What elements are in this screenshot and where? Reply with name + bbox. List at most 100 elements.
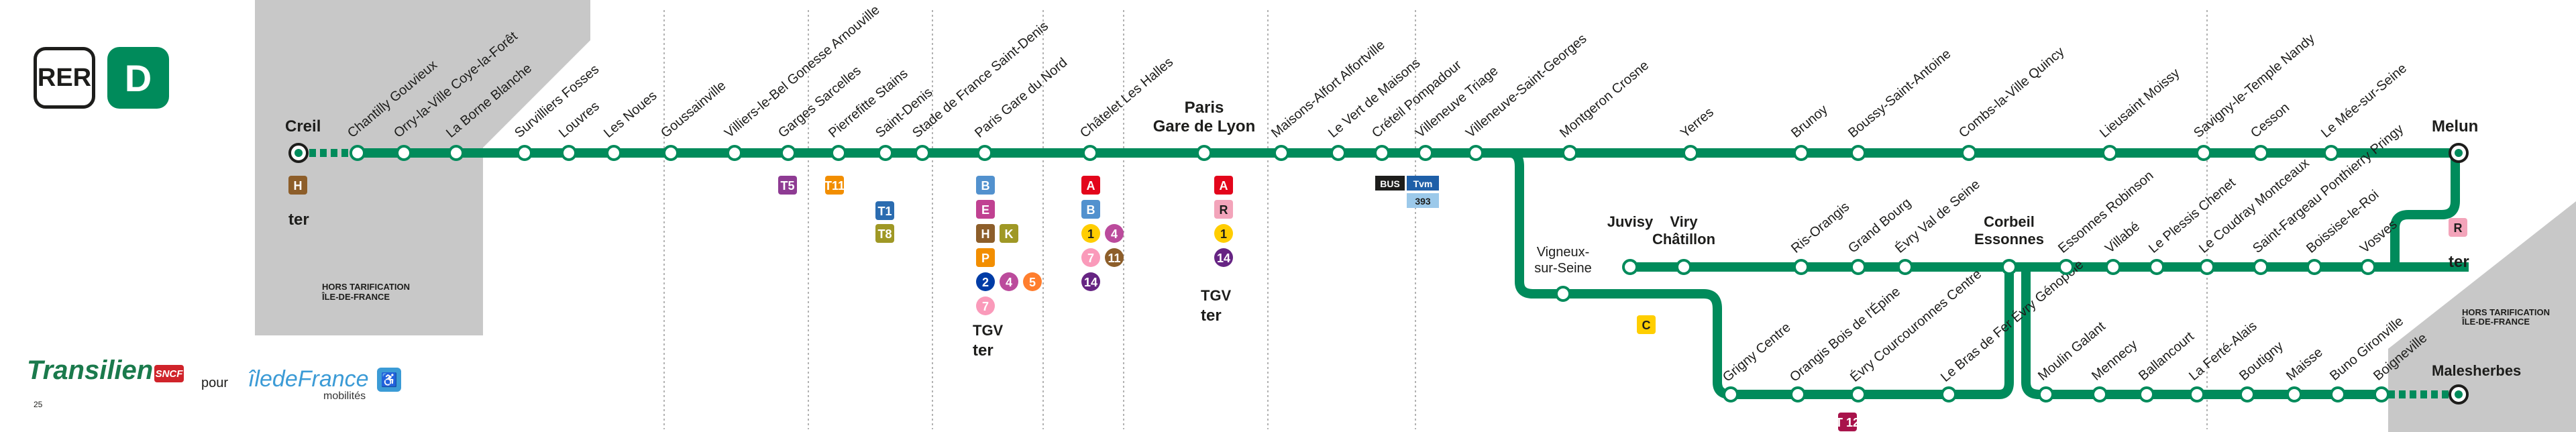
rer-c-badge-label: C xyxy=(1642,319,1651,332)
rer-a-badge-label: A xyxy=(1220,179,1228,193)
rer-r-badge xyxy=(2449,218,2467,237)
metro-14-badge-label: 14 xyxy=(1084,276,1097,289)
station-dot xyxy=(1850,259,1866,275)
page-number: 25 xyxy=(34,400,43,409)
station-dot xyxy=(1374,145,1390,161)
hors-zone-north xyxy=(255,0,590,335)
station-label: Vigneux- xyxy=(1537,245,1590,260)
rer-a-badge xyxy=(1081,176,1100,195)
station-label: Maisse xyxy=(2284,345,2326,384)
station-label: Combs-la-Ville Quincy xyxy=(1956,44,2067,141)
transilien-k-badge-label: K xyxy=(1005,227,1014,241)
station-dot xyxy=(1196,145,1212,161)
transilien-h-badge xyxy=(288,176,307,195)
station-dot xyxy=(2058,259,2074,275)
station-label: Brunoy xyxy=(1788,102,1831,141)
station-dot xyxy=(727,145,743,161)
hors-zone-south xyxy=(2388,201,2576,432)
station-dot xyxy=(561,145,577,161)
rer-e-badge xyxy=(976,200,995,219)
station-dot xyxy=(1468,145,1484,161)
station-label: Goussainville xyxy=(658,78,729,141)
station-label: Corbeil xyxy=(1984,213,2035,230)
metro-14-badge-label: 14 xyxy=(1217,252,1230,265)
tram-t8-badge-label: T8 xyxy=(877,227,892,241)
station-dot xyxy=(1723,386,1739,402)
station-dot xyxy=(517,145,533,161)
transilien-h-badge xyxy=(976,224,995,243)
station-label: Yerres xyxy=(1678,105,1717,141)
station-label: Ris-Orangis xyxy=(1788,199,1852,256)
metro-7-badge xyxy=(1081,248,1100,267)
tvm-label: Tvm xyxy=(1413,178,1433,189)
rer-r-badge-label: R xyxy=(2454,221,2463,235)
station-dot xyxy=(1330,145,1346,161)
station-label: Gare de Lyon xyxy=(1153,117,1255,136)
tgv-label: TGV xyxy=(973,322,1004,339)
metro-11-badge xyxy=(1105,248,1124,267)
tram-t11-badge-label: T11 xyxy=(824,179,845,193)
station-label: Évry Val de Seine xyxy=(1892,176,1982,256)
station-label: Viry xyxy=(1670,213,1698,230)
station-label: Mennecy xyxy=(2089,337,2140,384)
tram-t12-badge-label: T 12 xyxy=(1835,416,1860,429)
station-dot xyxy=(1941,386,1957,402)
metro-2-badge-label: 2 xyxy=(982,276,989,289)
line-d-badge: D xyxy=(107,47,169,109)
metro-2-badge xyxy=(976,272,995,291)
metro-7-badge-label: 7 xyxy=(982,300,989,313)
metro-1-badge-label: 1 xyxy=(1220,227,1227,241)
station-label: Malesherbes xyxy=(2432,362,2521,379)
metro-4-badge-label: 4 xyxy=(1111,227,1118,241)
metro-7-badge-label: 7 xyxy=(1087,252,1094,265)
rer-r-badge-label: R xyxy=(1220,203,1228,217)
station-dot xyxy=(2360,259,2376,275)
metro-14-badge xyxy=(1081,272,1100,291)
station-dot xyxy=(1850,145,1866,161)
tram-t5-badge xyxy=(778,176,797,195)
terminus-dot xyxy=(2455,149,2463,157)
idf-mobilites-logo: îledeFrance xyxy=(248,366,369,392)
metro-14-badge xyxy=(1214,248,1233,267)
station-label: Villabé xyxy=(2102,219,2143,256)
station-dot xyxy=(830,145,847,161)
station-dot xyxy=(2286,386,2302,402)
ter-label: ter xyxy=(1201,307,1222,325)
station-dot xyxy=(2373,386,2390,402)
station-dot xyxy=(1790,386,1806,402)
station-dot xyxy=(2038,386,2054,402)
transilien-k-badge xyxy=(1000,224,1018,243)
station-label: sur-Seine xyxy=(1534,261,1592,276)
tram-t8-badge xyxy=(875,224,894,243)
hors-zone-south-label: HORS TARIFICATION xyxy=(2462,307,2550,317)
line-branch-south xyxy=(1637,268,2014,399)
station-label: Cesson xyxy=(2248,100,2292,140)
station-dot xyxy=(350,145,366,161)
station-label: Creil xyxy=(285,117,321,136)
rer-b-badge xyxy=(976,176,995,195)
station-dot xyxy=(1273,145,1289,161)
terminus-dot xyxy=(294,149,303,157)
station-dot xyxy=(663,145,679,161)
bus-393-label: 393 xyxy=(1415,196,1431,207)
bus-badge xyxy=(1375,176,1405,191)
metro-1-badge xyxy=(1214,224,1233,243)
line-melun-curve xyxy=(2390,153,2460,267)
metro-1-badge xyxy=(1081,224,1100,243)
station-dot xyxy=(606,145,622,161)
transilien-h-badge-label: H xyxy=(981,227,990,241)
accessibility-icon: ♿ xyxy=(377,368,401,392)
station-dot xyxy=(2189,386,2205,402)
tram-t1-badge-label: T1 xyxy=(877,205,892,218)
rer-a-badge-label: A xyxy=(1087,179,1095,193)
station-label: Paris xyxy=(1185,99,1224,117)
tgv-label: TGV xyxy=(1201,287,1232,304)
station-label: Grigny Centre xyxy=(1720,320,1794,385)
station-dot xyxy=(2253,145,2269,161)
station-dot xyxy=(1082,145,1098,161)
rer-a-badge xyxy=(1214,176,1233,195)
station-dot xyxy=(2092,386,2108,402)
station-dot xyxy=(914,145,930,161)
station-dot xyxy=(2330,386,2346,402)
station-dot xyxy=(2323,145,2339,161)
